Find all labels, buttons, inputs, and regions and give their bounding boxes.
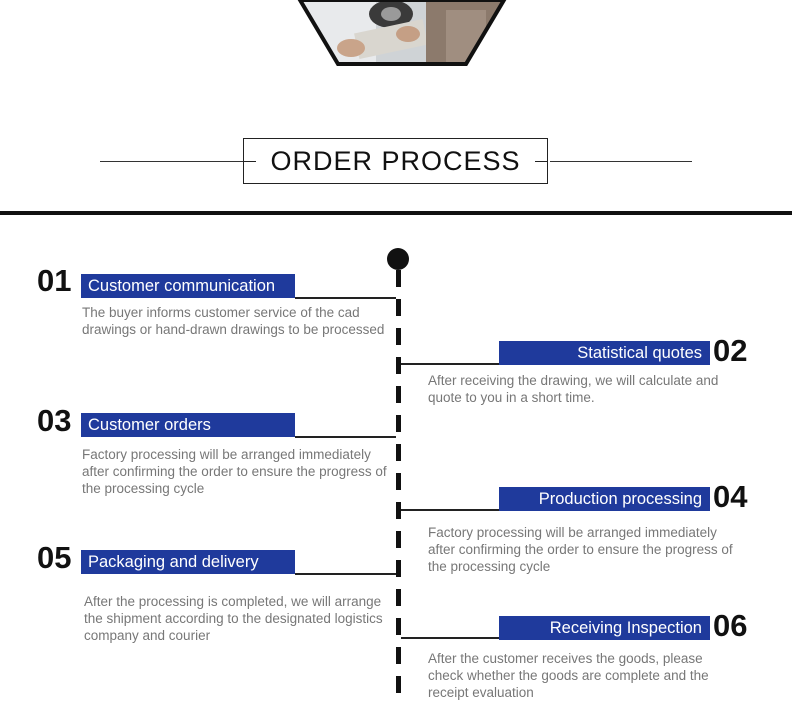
step-label: Production processing — [499, 487, 710, 511]
step-number: 04 — [713, 479, 748, 514]
heading-tick-left — [244, 161, 256, 162]
section-divider — [0, 211, 792, 215]
timeline-dashed-line — [396, 270, 401, 702]
step-description: The buyer informs customer service of th… — [82, 305, 385, 337]
step-label: Customer orders — [81, 413, 295, 437]
step-connector — [295, 573, 396, 575]
section-title: ORDER PROCESS — [270, 145, 521, 176]
step-number: 05 — [37, 540, 72, 575]
step-description: After receiving the drawing, we will cal… — [428, 373, 719, 405]
heading-rule-left — [100, 161, 243, 162]
heading-rule-right — [550, 161, 692, 162]
step-description: After the customer receives the goods, p… — [428, 651, 709, 700]
step-description: Factory processing will be arranged imme… — [428, 525, 733, 574]
timeline-start-dot — [387, 248, 409, 270]
step-number: 03 — [37, 403, 72, 438]
step-connector — [295, 297, 396, 299]
step-description: Factory processing will be arranged imme… — [82, 447, 387, 496]
step-number: 02 — [713, 333, 748, 368]
heading-tick-right — [535, 161, 547, 162]
step-description: After the processing is completed, we wi… — [84, 594, 383, 643]
step-connector — [401, 509, 499, 511]
step-label: Statistical quotes — [499, 341, 710, 365]
step-label: Packaging and delivery — [81, 550, 295, 574]
section-heading-box: ORDER PROCESS — [243, 138, 548, 184]
step-number: 06 — [713, 608, 748, 643]
step-connector — [401, 637, 499, 639]
step-connector — [295, 436, 396, 438]
step-label: Customer communication — [81, 274, 295, 298]
step-label: Receiving Inspection — [499, 616, 710, 640]
step-number: 01 — [37, 263, 72, 298]
factory-worker-photo — [296, 0, 508, 66]
step-connector — [401, 363, 499, 365]
